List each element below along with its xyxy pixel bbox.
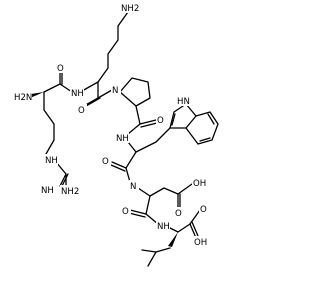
peptide-structure-diagram: NH2 H2N O NH N O HN NH O NH NH NH2 O N O… bbox=[14, 2, 219, 267]
atom-glu-side-acid: OH bbox=[193, 179, 206, 189]
atom-pro-trp-amide-nh: NH bbox=[116, 134, 129, 144]
atom-arg-lys-amide-o: O bbox=[57, 64, 64, 74]
structure-canvas: NH2 H2N O NH N O HN NH O NH NH NH2 O N O… bbox=[14, 2, 219, 267]
atom-pro-trp-amide-o: O bbox=[157, 116, 164, 126]
atom-indole-nh: HN bbox=[177, 97, 190, 107]
atom-trp-glu-amide-nh: N bbox=[130, 182, 136, 192]
atom-glu-side-o: O bbox=[175, 209, 182, 219]
atom-glu-leu-amide-o: O bbox=[122, 207, 129, 217]
atom-guanidine-nh2: NH2 bbox=[61, 187, 79, 197]
atom-arg-alpha-nh2: H2N bbox=[14, 93, 32, 103]
atom-labels: NH2 H2N O NH N O HN NH O NH NH NH2 O N O… bbox=[14, 2, 209, 248]
atom-leu-acid-oh: OH bbox=[194, 238, 207, 248]
atom-lys-side-nh2: NH2 bbox=[121, 4, 139, 14]
atom-lys-pro-amide-o: O bbox=[78, 106, 85, 116]
atom-trp-glu-amide-o: O bbox=[102, 157, 109, 167]
atom-guanidine-nh: NH bbox=[45, 156, 58, 166]
atom-guanidine-imine-nh: NH bbox=[41, 186, 54, 196]
atom-arg-lys-amide-nh: NH bbox=[71, 89, 84, 99]
atom-leu-acid-o: O bbox=[200, 205, 207, 215]
atom-pro-ring-n: N bbox=[112, 86, 118, 96]
atom-glu-leu-amide-nh: NH bbox=[157, 222, 170, 232]
